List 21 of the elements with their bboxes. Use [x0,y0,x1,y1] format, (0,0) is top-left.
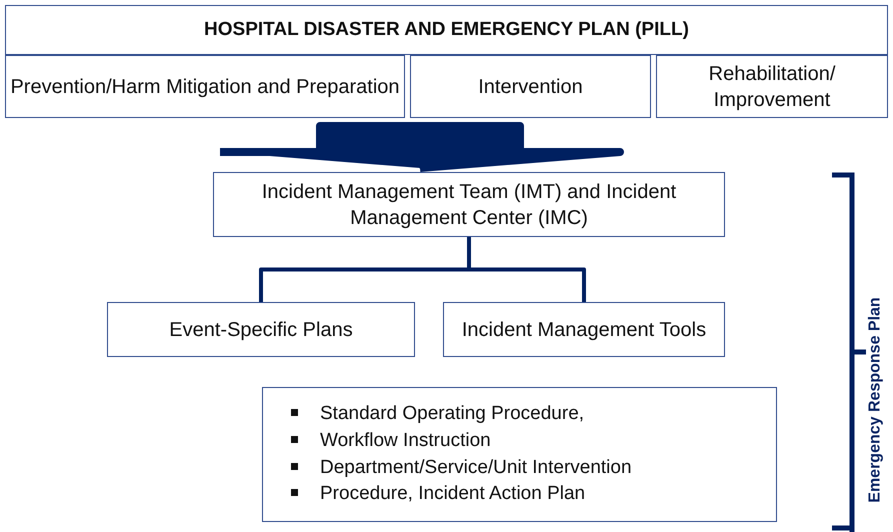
box-text: Prevention/Harm Mitigation and Preparation [10,74,400,100]
list-item: Procedure, Incident Action Plan [320,482,586,506]
box-text: Incident Management Tools [462,318,706,342]
list-item: Standard Operating Procedure, [320,402,584,426]
box-text: Incident Management Team (IMT) and Incident Management Center (IMC) [260,180,678,230]
box-text: Rehabilitation/ Improvement [708,62,836,112]
list-box [262,387,777,522]
box-text: Event-Specific Plans [169,318,353,342]
title-box [5,5,888,55]
process-box [443,302,725,357]
box-text: Intervention [478,74,583,100]
list-item: Workflow Instruction [320,428,491,453]
process-box [213,172,725,237]
side-label: Emergency Response Plan [866,297,884,503]
phase-box [410,55,651,118]
phase-box [656,55,888,118]
phase-box [5,55,405,118]
title-text: HOSPITAL DISASTER AND EMERGENCY PLAN (PILL) [204,18,689,42]
list-item: Department/Service/Unit Intervention [320,456,632,480]
process-box [107,302,415,357]
connector-line [467,237,586,302]
